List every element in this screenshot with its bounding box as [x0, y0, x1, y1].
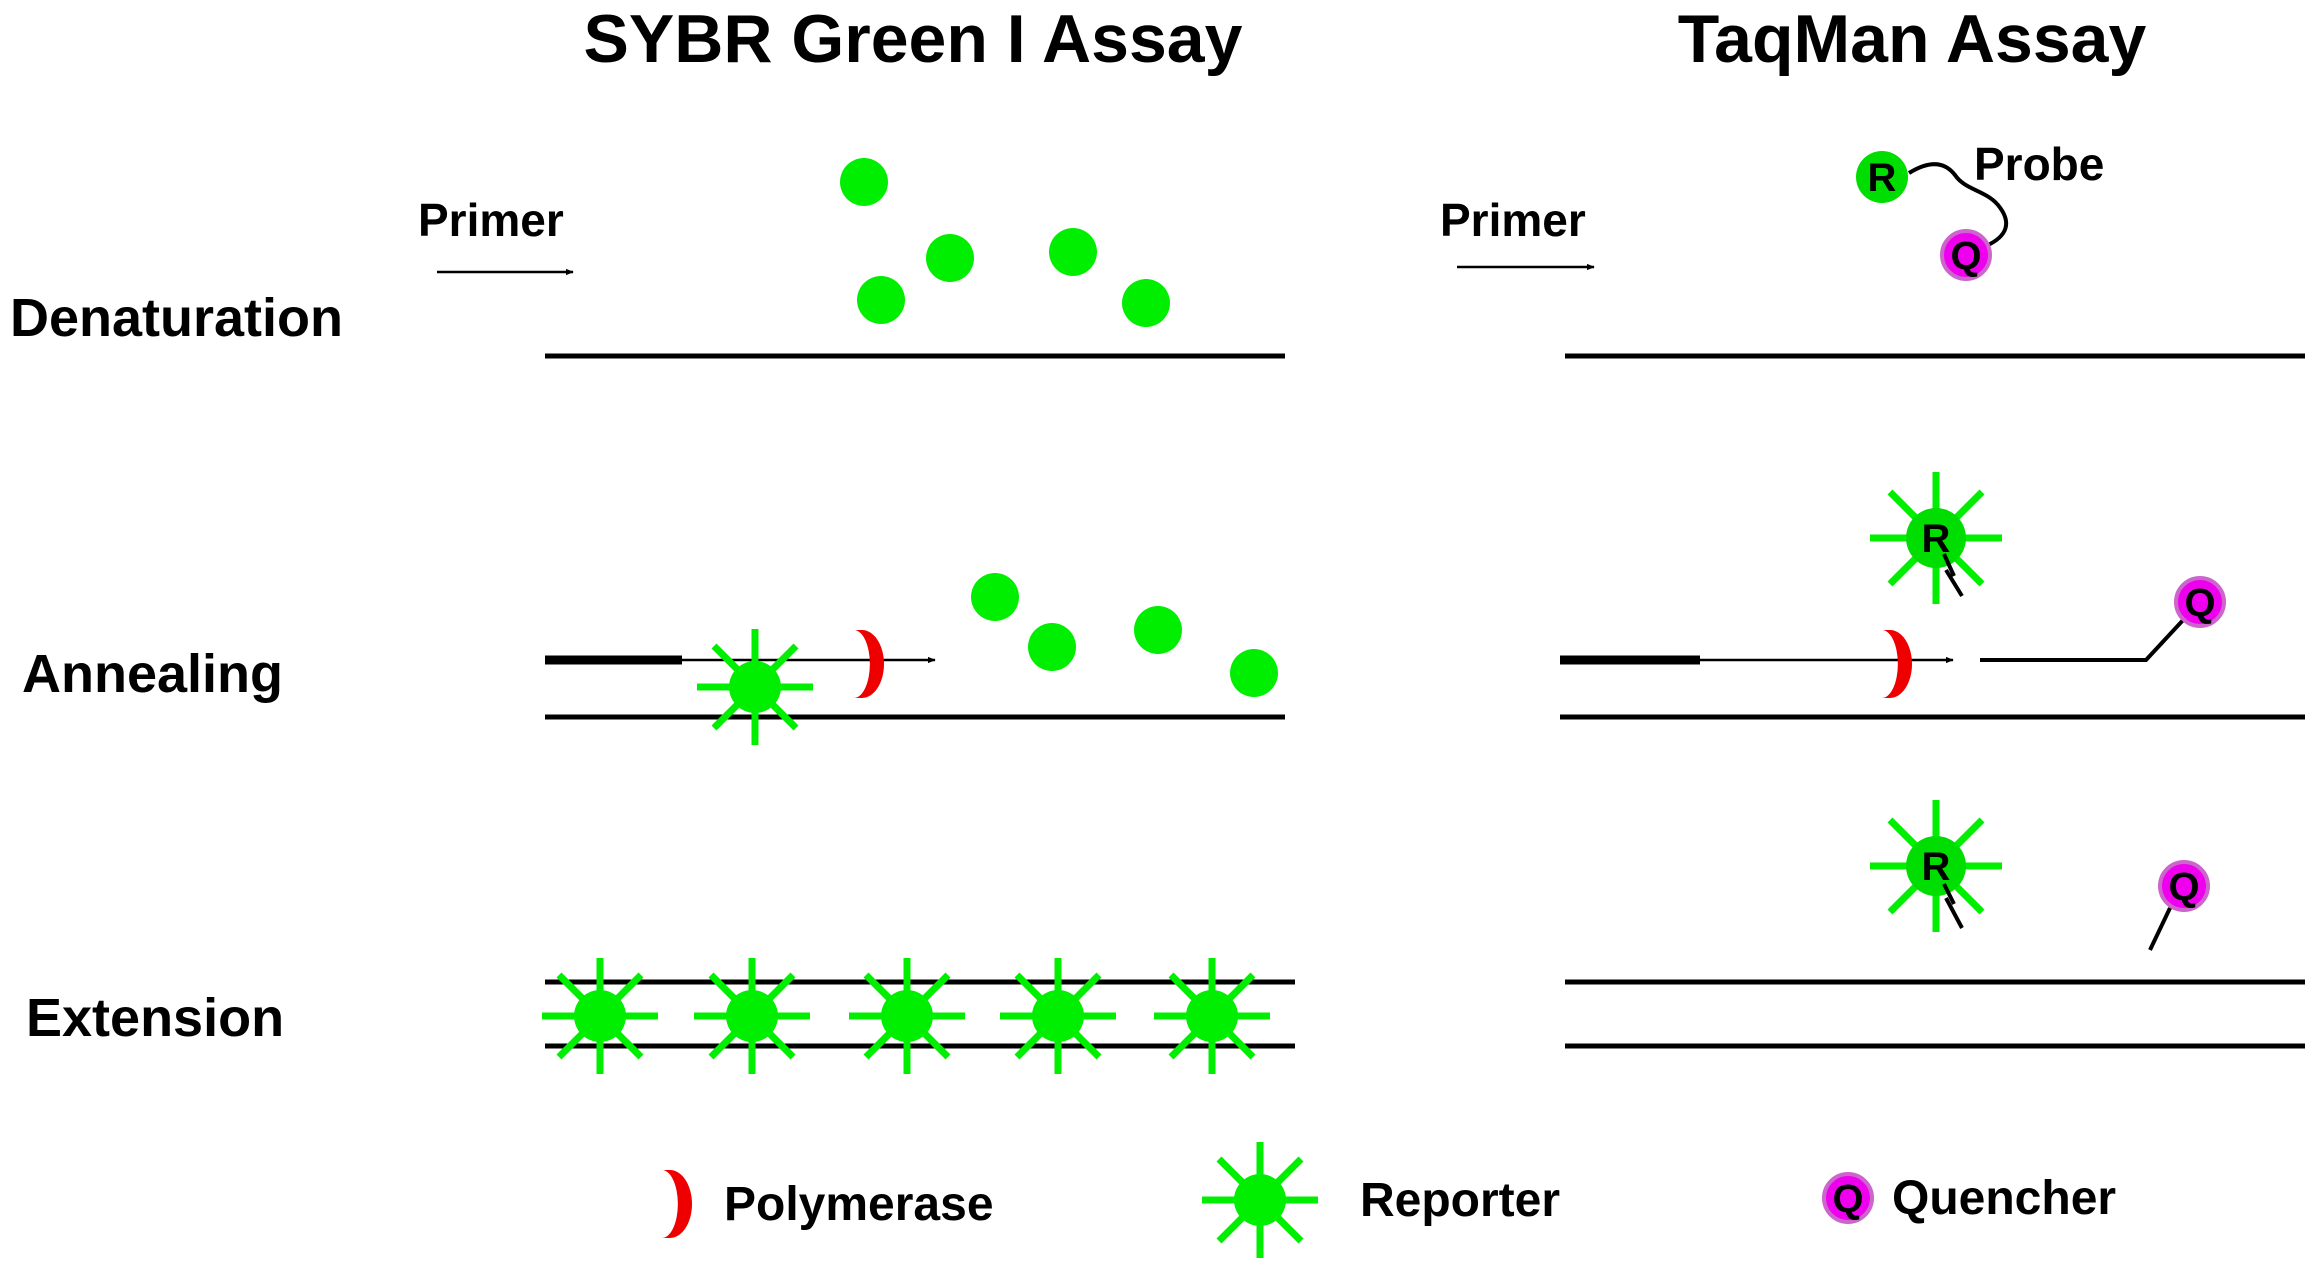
taqman-quencher-marker: [1940, 229, 1992, 281]
taqman-probe-strand: [1907, 162, 2009, 248]
legend-polymerase: Polymerase: [662, 1170, 994, 1238]
sybr-bound-dye-starburst: [694, 958, 810, 1074]
taqman-annealed-probe: [1980, 616, 2187, 662]
probe-label: Probe: [1974, 138, 2104, 190]
sybr-polymerase: [854, 630, 884, 698]
sybr-dye-molecule: [1122, 279, 1170, 327]
legend: Polymerase Reporter Q Quencher: [662, 1142, 2116, 1258]
sybr-dye-molecule: [857, 276, 905, 324]
polymerase-icon: [662, 1170, 692, 1238]
sybr-denaturation-panel: Primer: [418, 158, 1285, 359]
quencher-letter: Q: [2168, 865, 2199, 909]
sybr-dye-molecule: [971, 573, 1019, 621]
taqman-primer-label: Primer: [1440, 194, 1586, 246]
taqman-cleaved-fragment: [1942, 883, 1964, 929]
sybr-bound-dye-starburst: [1000, 958, 1116, 1074]
taqman-quencher-marker: [2174, 576, 2226, 628]
quencher-icon: [1822, 1172, 1874, 1224]
quencher-letter: Q: [2184, 581, 2215, 625]
sybr-dye-molecule: [1134, 606, 1182, 654]
taqman-quencher-fragment: [2148, 907, 2172, 951]
taqman-cleaved-fragment: [1942, 553, 1964, 598]
sybr-extension-panel: [542, 958, 1295, 1074]
reporter-icon: [1202, 1142, 1318, 1258]
row-label-annealing: Annealing: [22, 644, 283, 704]
taqman-free-quencher-marker: [2158, 860, 2210, 912]
legend-quencher-label: Quencher: [1892, 1172, 2116, 1225]
taqman-reporter-marker: [1856, 151, 1908, 203]
taqman-annealing-panel: Q R: [1560, 472, 2305, 720]
sybr-assay-title: SYBR Green I Assay: [584, 1, 1243, 77]
sybr-primer-label: Primer: [418, 194, 564, 246]
sybr-dye-molecule: [1049, 228, 1097, 276]
reporter-letter: R: [1922, 845, 1951, 889]
legend-polymerase-label: Polymerase: [724, 1178, 994, 1231]
taqman-denaturation-panel: Primer R Q Probe: [1440, 138, 2305, 359]
legend-reporter-label: Reporter: [1360, 1174, 1560, 1227]
sybr-bound-dye-starburst: [697, 629, 813, 745]
quencher-letter: Q: [1832, 1177, 1863, 1221]
row-label-denaturation: Denaturation: [10, 288, 343, 348]
sybr-bound-dye-starburst: [1154, 958, 1270, 1074]
sybr-dye-molecule: [1028, 623, 1076, 671]
sybr-dye-molecule: [926, 234, 974, 282]
taqman-extension-panel: R Q: [1565, 800, 2305, 1049]
legend-reporter: Reporter: [1202, 1142, 1560, 1258]
reporter-letter: R: [1868, 156, 1897, 200]
sybr-bound-dye-starburst: [849, 958, 965, 1074]
sybr-bound-dye-starburst: [542, 958, 658, 1074]
taqman-polymerase: [1882, 630, 1912, 698]
sybr-dye-molecule: [840, 158, 888, 206]
sybr-annealing-panel: [545, 573, 1285, 745]
quencher-letter: Q: [1950, 234, 1981, 278]
sybr-dye-molecule: [1230, 649, 1278, 697]
taqman-assay-title: TaqMan Assay: [1678, 1, 2147, 77]
row-label-extension: Extension: [26, 988, 284, 1048]
legend-quencher: Q Quencher: [1822, 1172, 2116, 1225]
